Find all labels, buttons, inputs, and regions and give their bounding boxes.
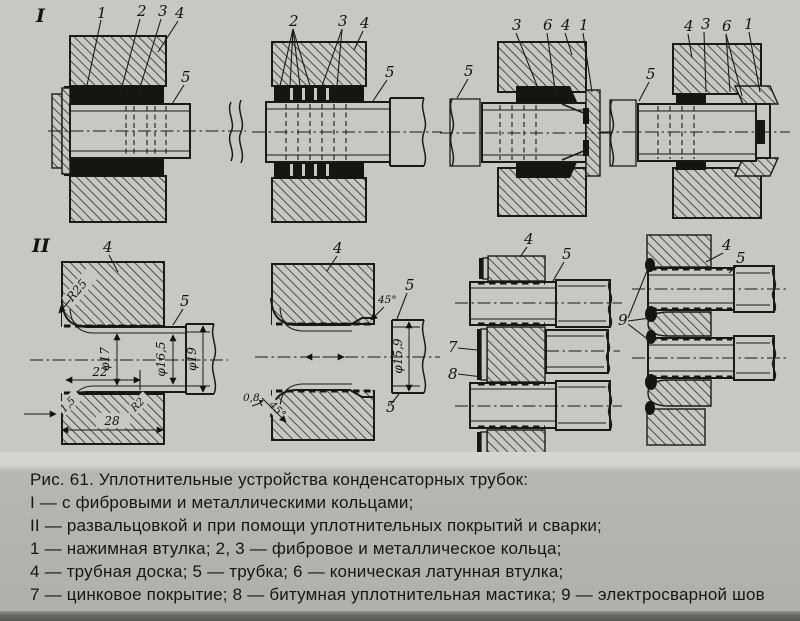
zinc-coating [477, 329, 481, 380]
plate-segment-bottom [646, 408, 706, 446]
drawing-row1-conical-sleeve-seal: 3 6 4 1 5 [440, 16, 612, 217]
drawing-row1-flanged-sleeve-seal: 4 3 6 1 5 [600, 15, 790, 219]
tube-plate-lower [271, 387, 375, 441]
dim-0-8: 0,8 [243, 392, 260, 404]
callout-9: 9 [618, 311, 628, 329]
drawing-row2-rolled-tube-dims: II φ17 φ16,5 φ19 22 28 R25 1,5 [24, 235, 228, 445]
callout-5-upper: 5 [405, 276, 415, 294]
figure-caption: Рис. 61. Уплотнительные устройства конде… [0, 452, 800, 621]
callout-2: 2 [288, 12, 299, 30]
callout-3: 3 [338, 12, 348, 30]
callout-6: 6 [722, 17, 732, 35]
callout-4: 4 [523, 230, 534, 248]
tube-plate-upper [69, 35, 167, 87]
dim-45deg: 45° [377, 294, 397, 306]
drawing-row1-gland-seal: I 1 2 3 4 5 [35, 2, 246, 223]
callout-5: 5 [180, 292, 190, 310]
dim-phi15-9: φ15,9 [391, 338, 405, 373]
caption-line-1-2-3: 1 — нажимная втулка; 2, 3 — фибровое и м… [30, 539, 562, 558]
callout-2: 2 [136, 2, 147, 20]
tube-stub [609, 99, 637, 167]
callout-1: 1 [579, 16, 589, 34]
callout-5-lower: 5 [386, 398, 396, 416]
callout-8: 8 [448, 365, 458, 383]
caption-title: Рис. 61. Уплотнительные устройства конде… [30, 470, 529, 489]
callout-1: 1 [744, 15, 754, 33]
tube-plate-lower [69, 175, 167, 223]
dim-22: 22 [91, 365, 107, 379]
plate-ligament-2 [647, 379, 712, 407]
plate-segment-top [487, 255, 546, 282]
dim-phi17: φ17 [98, 347, 112, 371]
sleeve-collar-upper [733, 85, 780, 105]
plate-ligament-1 [647, 311, 712, 337]
callout-4: 4 [560, 16, 571, 34]
callout-5: 5 [562, 245, 572, 263]
plate-segment-bottom [486, 429, 546, 452]
callout-1: 1 [97, 4, 107, 22]
callout-4: 4 [721, 236, 732, 254]
section-label-I: I [35, 5, 46, 27]
callout-5: 5 [646, 65, 656, 83]
callout-4: 4 [683, 17, 694, 35]
callout-4: 4 [332, 239, 343, 257]
plate-segment-mid [486, 326, 546, 383]
drawing-row2-welded-tubes: 9 4 5 [618, 234, 786, 446]
conical-sleeve [561, 103, 587, 161]
callout-7: 7 [448, 338, 458, 356]
drawing-row2-coated-plate: 4 5 7 8 [448, 230, 622, 452]
callout-3: 3 [701, 15, 711, 33]
callout-4: 4 [174, 4, 185, 22]
callout-4: 4 [102, 238, 113, 256]
weld-spot [646, 330, 656, 344]
tube-plate-upper [497, 41, 587, 93]
weld-spot [645, 374, 657, 390]
packing-rings-lower [64, 158, 164, 176]
seal-upper [516, 86, 578, 104]
callout-6: 6 [543, 16, 553, 34]
callout-5: 5 [464, 62, 474, 80]
section-label-II: II [31, 235, 51, 257]
weld-spot [645, 401, 655, 415]
dim-phi19: φ19 [185, 347, 199, 371]
caption-line-4-5-6: 4 — трубная доска; 5 — трубка; 6 — конич… [30, 562, 564, 581]
callout-4: 4 [359, 14, 370, 32]
bitumen-layer [480, 328, 488, 381]
tube-plate-upper [271, 263, 375, 325]
packing-rings-upper [64, 86, 164, 104]
callout-5: 5 [385, 63, 395, 81]
callout-3: 3 [512, 16, 522, 34]
caption-line-7-8-9: 7 — цинковое покрытие; 8 — битумная упло… [30, 585, 765, 604]
seal-lower [516, 160, 578, 178]
caption-line-II: II — развальцовкой и при помощи уплотнит… [30, 516, 602, 535]
weld-spot [645, 258, 655, 272]
figure-61-drawings: I 1 2 3 4 5 [24, 2, 790, 452]
ring-band-lower [274, 162, 364, 178]
gland-cap [756, 103, 771, 159]
ring-band-upper [274, 86, 364, 102]
plate-segment-top [646, 234, 712, 268]
tube-plate-lower [271, 177, 367, 223]
dim-28: 28 [103, 414, 120, 428]
callout-3: 3 [158, 2, 168, 20]
tube-break [228, 101, 234, 162]
caption-line-I: I — с фибровыми и металлическими кольцам… [30, 493, 414, 512]
weld-spot [645, 306, 657, 322]
dim-phi16-5: φ16,5 [154, 341, 168, 376]
callout-5: 5 [736, 249, 746, 267]
page-bottom-shadow [0, 611, 800, 621]
drawing-row2-flared-tube: φ15,9 45° 5 5 4 0,8 45° [243, 239, 440, 441]
drawing-row1-ring-stack-seal: 2 3 4 5 [252, 12, 442, 223]
callout-5: 5 [181, 68, 191, 86]
tube-plate-upper [271, 41, 367, 87]
tube-coupling [185, 323, 214, 395]
